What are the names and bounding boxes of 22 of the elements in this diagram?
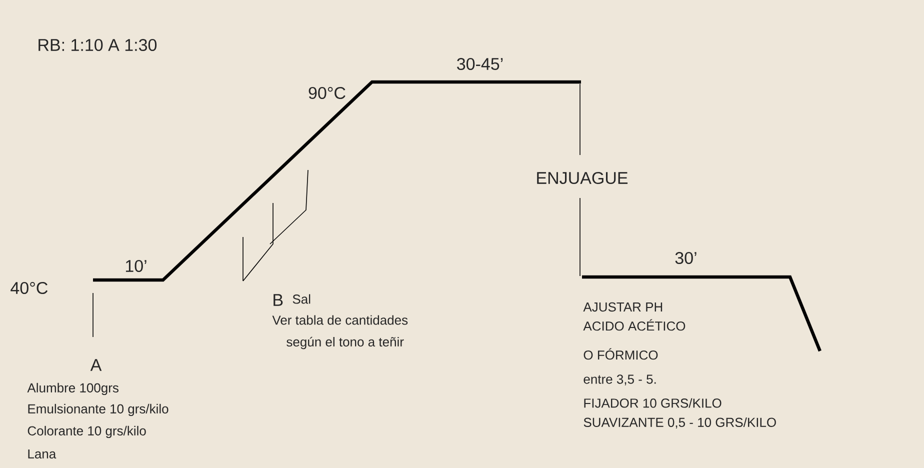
label: 30’ xyxy=(675,252,696,264)
label: 90°C xyxy=(308,86,346,100)
label: AJUSTAR PH xyxy=(583,302,662,312)
label: B xyxy=(274,294,283,306)
label: O FÓRMICO xyxy=(584,348,658,360)
label: Lana xyxy=(28,449,56,459)
label: entre 3,5 - 5. xyxy=(584,374,656,386)
label: RB: 1:10 A 1:30 xyxy=(38,38,157,52)
label: SUAVIZANTE 0,5 - 10 GRS/KILO xyxy=(584,417,776,429)
label: según el tono a teñir xyxy=(286,336,404,350)
label: Sal xyxy=(292,294,310,304)
label: 40°C xyxy=(10,282,48,294)
label: 10’ xyxy=(126,260,146,272)
label: ENJUAGUE xyxy=(537,172,628,184)
label: FIJADOR 10 GRS/KILO xyxy=(584,398,722,408)
label: Emulsionante 10 grs/kilo xyxy=(28,404,168,416)
label: A xyxy=(90,359,102,371)
label: Alumbre 100grs xyxy=(27,382,118,396)
label: 30-45’ xyxy=(457,58,503,70)
label: ACIDO ACÉTICO xyxy=(583,319,686,331)
label: Ver tabla de cantidades xyxy=(272,315,408,325)
label: Colorante 10 grs/kilo xyxy=(28,426,146,438)
